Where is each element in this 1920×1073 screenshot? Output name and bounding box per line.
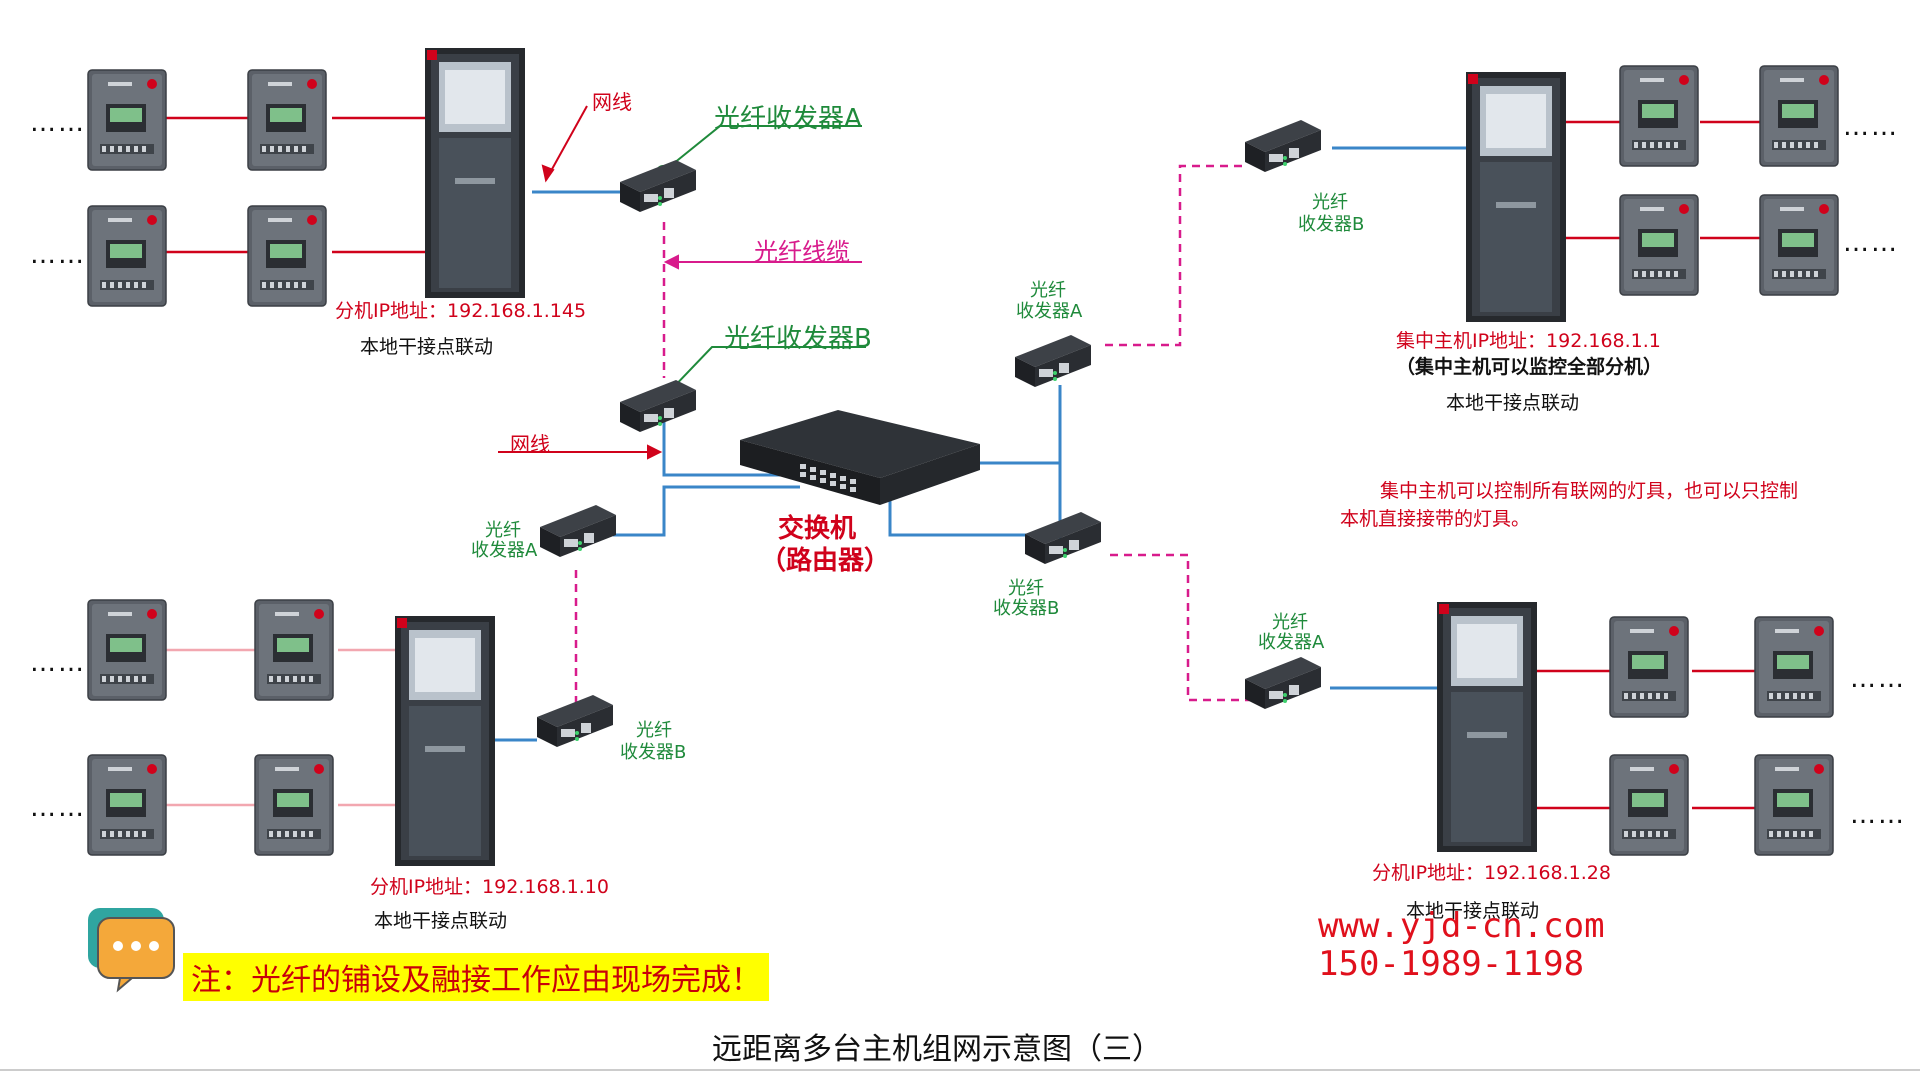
top-left-note: 本地干接点联动 xyxy=(360,336,494,358)
network-switch-icon xyxy=(740,410,980,505)
fiber-transceiver-icon xyxy=(540,505,616,557)
distribution-box-icon xyxy=(1754,754,1834,856)
distribution-box-icon xyxy=(1619,194,1699,296)
fiber-transceiver-icon xyxy=(537,695,613,747)
callout-lines xyxy=(662,125,866,394)
ellipsis: …… xyxy=(1843,112,1899,142)
fiber-transceiver-a-label: 光纤收发器A xyxy=(714,104,862,134)
bottom-left-note: 本地干接点联动 xyxy=(374,910,508,932)
fiber-transceiver-icon xyxy=(620,160,696,212)
net-cable-label: 网线 xyxy=(592,90,632,114)
fiber-short-label: 光纤 xyxy=(1272,612,1308,633)
control-cabinet-icon xyxy=(1437,602,1537,852)
ellipsis: …… xyxy=(1850,664,1906,694)
top-right-sub: （集中主机可以监控全部分机） xyxy=(1396,356,1663,378)
fiber-transceiver-b-label: 光纤收发器B xyxy=(724,324,872,354)
top-left-ip: 分机IP地址：192.168.1.145 xyxy=(335,300,587,322)
transceiver-a-label: 收发器A xyxy=(1258,632,1325,653)
distribution-box-icon xyxy=(254,754,334,856)
fiber-transceiver-icon xyxy=(1245,657,1321,709)
fiber-note: 注：光纤的铺设及融接工作应由现场完成！ xyxy=(183,953,769,1001)
distribution-box-icon xyxy=(87,69,167,171)
diagram-title: 远距离多台主机组网示意图（三） xyxy=(712,1032,1162,1067)
fiber-short-label: 光纤 xyxy=(485,520,521,541)
bottom-right-ip: 分机IP地址：192.168.1.28 xyxy=(1372,862,1611,884)
control-cabinet-icon xyxy=(395,616,495,866)
distribution-box-icon xyxy=(1759,65,1839,167)
distribution-box-icon xyxy=(87,754,167,856)
website: www.yjd-cn.com xyxy=(1318,906,1605,946)
blue-network-cables xyxy=(490,146,1466,742)
ellipsis: …… xyxy=(30,240,86,270)
fiber-transceiver-icon xyxy=(1015,335,1091,387)
top-right-ip: 集中主机IP地址：192.168.1.1 xyxy=(1396,330,1661,352)
fiber-cable-arrow xyxy=(663,254,862,270)
top-right-red-cables xyxy=(1565,120,1760,240)
chat-bubble-icon xyxy=(88,908,175,993)
transceiver-a-label: 收发器A xyxy=(471,540,538,561)
bottom-right-note: 本地干接点联动 xyxy=(1406,900,1540,922)
ellipsis: …… xyxy=(30,108,86,138)
ellipsis: …… xyxy=(30,793,86,823)
fiber-cables xyxy=(574,164,1250,710)
control-cabinet-icon xyxy=(1466,72,1566,322)
distribution-box-icon xyxy=(1754,616,1834,718)
description-line-1: 集中主机可以控制所有联网的灯具，也可以只控制 xyxy=(1380,480,1799,502)
fiber-short-label: 光纤 xyxy=(1312,192,1348,213)
transceiver-b-label: 收发器B xyxy=(620,742,687,763)
fiber-transceiver-icon xyxy=(620,380,696,432)
ellipsis: …… xyxy=(1850,800,1906,830)
net-cable-arrows xyxy=(498,105,663,460)
control-cabinet-icon xyxy=(425,48,525,298)
ellipsis: …… xyxy=(30,648,86,678)
top-left-red-cables xyxy=(166,116,425,254)
distribution-box-icon xyxy=(87,205,167,307)
fiber-short-label: 光纤 xyxy=(636,720,672,741)
distribution-box-icon xyxy=(247,69,327,171)
fiber-short-label: 光纤 xyxy=(1030,280,1066,301)
top-right-note: 本地干接点联动 xyxy=(1446,392,1580,414)
fiber-transceiver-icon xyxy=(1245,120,1321,172)
fiber-cable-label: 光纤线缆 xyxy=(754,238,850,266)
net-cable-label: 网线 xyxy=(510,432,550,456)
transceiver-a-label: 收发器A xyxy=(1016,301,1083,322)
distribution-box-icon xyxy=(247,205,327,307)
transceiver-b-label: 收发器B xyxy=(1298,214,1365,235)
fiber-short-label: 光纤 xyxy=(1008,578,1044,599)
distribution-box-icon xyxy=(1619,65,1699,167)
transceiver-b-label: 收发器B xyxy=(993,598,1060,619)
description-line-2: 本机直接接带的灯具。 xyxy=(1340,508,1531,530)
phone: 150-1989-1198 xyxy=(1318,944,1585,984)
distribution-box-icon xyxy=(1759,194,1839,296)
bottom-right-red-cables xyxy=(1537,669,1755,810)
fiber-transceiver-icon xyxy=(1025,512,1101,564)
distribution-box-icon xyxy=(1609,616,1689,718)
ellipsis: …… xyxy=(1843,228,1899,258)
distribution-box-icon xyxy=(87,599,167,701)
bottom-left-ip: 分机IP地址：192.168.1.10 xyxy=(370,876,609,898)
bottom-left-pink-cables xyxy=(166,648,395,807)
router-label: （路由器） xyxy=(760,546,891,576)
distribution-box-icon xyxy=(254,599,334,701)
switch-label: 交换机 xyxy=(778,514,857,544)
distribution-box-icon xyxy=(1609,754,1689,856)
